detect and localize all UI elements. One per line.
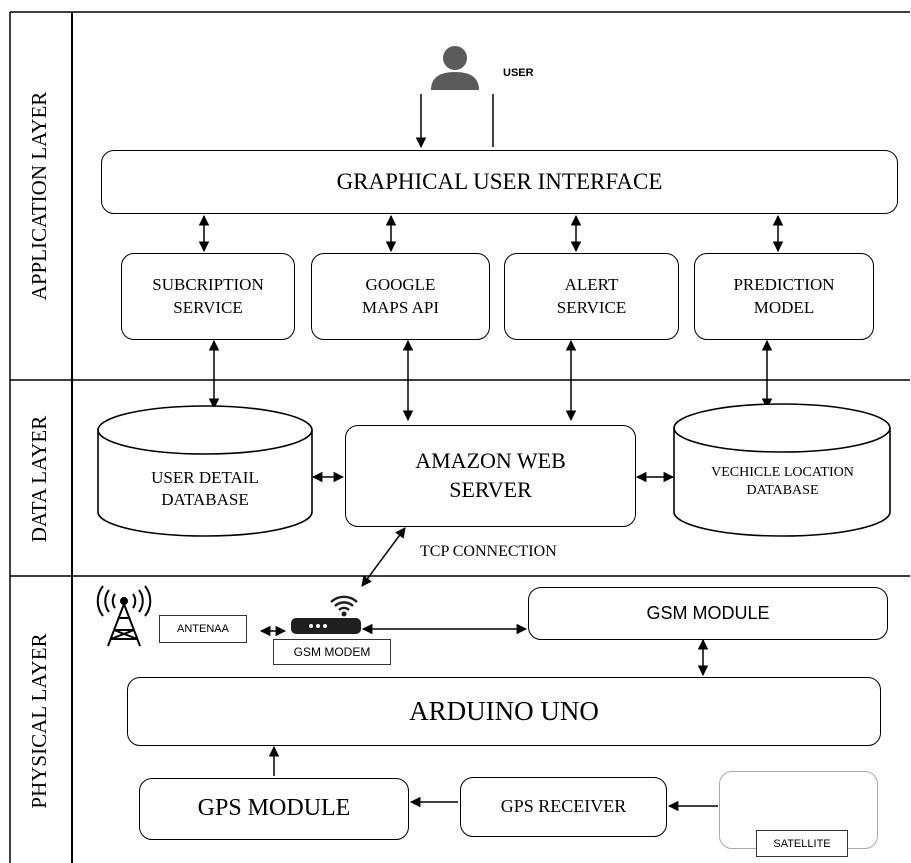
gsm-module-box: GSM MODULE bbox=[528, 587, 888, 640]
application-layer-label: APPLICATION LAYER bbox=[27, 91, 51, 301]
arduino-uno-box: ARDUINO UNO bbox=[127, 677, 881, 746]
amazon-web-server-box: AMAZON WEB SERVER bbox=[345, 425, 636, 527]
antenna-tower-icon bbox=[96, 585, 152, 647]
arrow-tcp-connection bbox=[361, 527, 406, 587]
gsm-modem-box: GSM MODEM bbox=[273, 639, 391, 665]
vehicle-location-database-shape bbox=[673, 403, 891, 537]
physical-layer-label: PHYSICAL LAYER bbox=[27, 633, 51, 809]
alert-service-box: ALERT SERVICE bbox=[504, 253, 679, 340]
user-detail-database-shape bbox=[97, 405, 313, 537]
user-icon bbox=[418, 46, 500, 94]
antenna-box: ANTENAA bbox=[159, 615, 247, 643]
user-detail-database-label: USER DETAIL DATABASE bbox=[151, 468, 259, 510]
data-layer-label: DATA LAYER bbox=[27, 415, 51, 543]
user-label: USER bbox=[503, 67, 534, 79]
gps-receiver-box: GPS RECEIVER bbox=[460, 777, 667, 837]
vehicle-location-database-label: VECHICLE LOCATION DATABASE bbox=[711, 465, 854, 499]
tcp-connection-label: TCP CONNECTION bbox=[420, 543, 557, 560]
satellite-label-box: SATELLITE bbox=[756, 830, 848, 857]
prediction-model-box: PREDICTION MODEL bbox=[694, 253, 874, 340]
gps-module-box: GPS MODULE bbox=[139, 778, 409, 840]
subscription-service-box: SUBCRIPTION SERVICE bbox=[121, 253, 295, 340]
google-maps-api-box: GOOGLE MAPS API bbox=[311, 253, 490, 340]
graphical-user-interface-box: GRAPHICAL USER INTERFACE bbox=[101, 150, 898, 214]
wifi-modem-icon bbox=[291, 595, 361, 634]
